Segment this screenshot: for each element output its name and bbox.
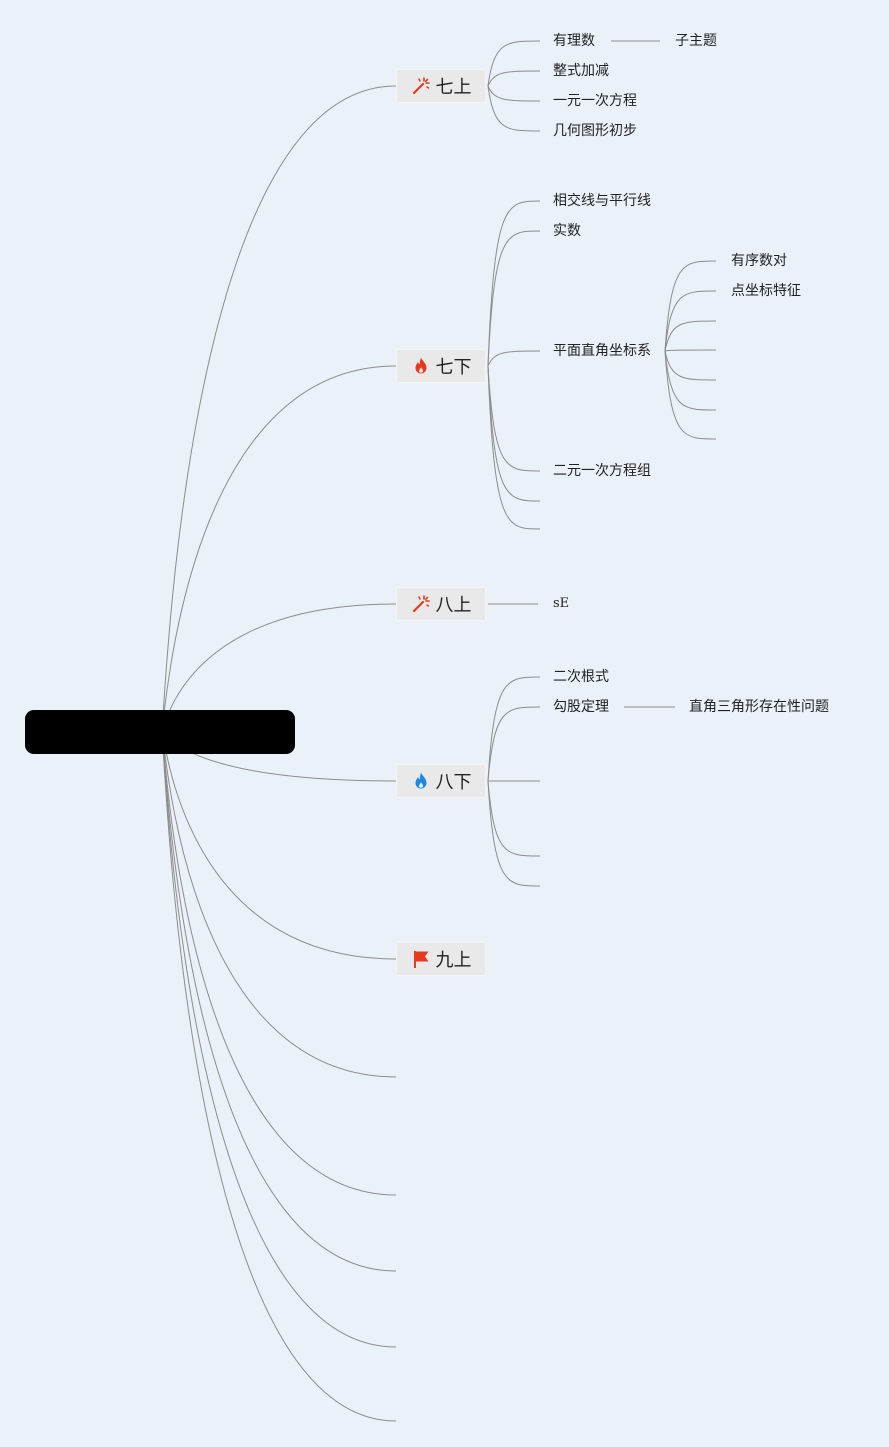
topic-subtopic[interactable]: 子主题 (675, 33, 717, 49)
b1-link-4 (487, 85, 541, 132)
topic-intersecting-parallel-lines[interactable]: 相交线与平行线 (553, 193, 651, 209)
fire-icon (411, 771, 431, 791)
topic-pythagorean-theorem[interactable]: 勾股定理 (553, 699, 609, 715)
root-link-1 (161, 85, 397, 732)
b2-link-2 (487, 230, 541, 367)
topic-right-triangle-existence[interactable]: 直角三角形存在性问题 (689, 699, 829, 715)
branch-label: 七下 (435, 357, 472, 378)
branch-label: 八上 (435, 595, 472, 616)
topic-coordinate-system[interactable]: 平面直角坐标系 (553, 343, 651, 359)
b2-coord-link-6 (664, 350, 717, 411)
topic-geometry-basics[interactable]: 几何图形初步 (553, 123, 637, 139)
b4-link-5 (487, 780, 541, 887)
branch-label: 八下 (435, 772, 472, 793)
b2-coord-link-4 (664, 349, 717, 352)
root-link-5 (161, 730, 397, 960)
b4-link-2 (487, 706, 541, 782)
branch-label: 七上 (435, 77, 472, 98)
b4-link-1 (487, 676, 541, 782)
branch-b3[interactable]: 八上 (396, 587, 486, 621)
b1-link-3 (487, 85, 541, 102)
magic-wand-icon (411, 76, 431, 96)
b1-link-2 (487, 70, 541, 87)
b2-coord-link-2 (664, 290, 717, 352)
root-link-7 (161, 730, 397, 1196)
topic-linear-equation-system[interactable]: 二元一次方程组 (553, 463, 651, 479)
b2-link-4 (487, 365, 541, 472)
root-link-6 (161, 730, 397, 1078)
fire-icon (411, 356, 431, 376)
root-topic[interactable] (25, 710, 295, 754)
topic-rational-numbers[interactable]: 有理数 (553, 33, 595, 49)
topic-point-coordinates[interactable]: 点坐标特征 (731, 283, 801, 299)
root-link-10 (161, 730, 397, 1422)
b2-link-1 (487, 200, 541, 367)
topic-se[interactable]: sE (553, 596, 570, 611)
b2-coord-link-1 (664, 260, 717, 352)
root-link-9 (161, 730, 397, 1348)
root-link-8 (161, 730, 397, 1272)
root-link-2 (161, 365, 397, 732)
topic-real-numbers[interactable]: 实数 (553, 223, 581, 239)
b4-link-4 (487, 780, 541, 857)
topic-ordered-pairs[interactable]: 有序数对 (731, 253, 787, 269)
b2-coord-link-3 (664, 320, 717, 352)
b2-link-6 (487, 365, 541, 530)
branch-b2[interactable]: 七下 (396, 349, 486, 383)
b2-link-3 (487, 350, 541, 367)
topic-linear-equation[interactable]: 一元一次方程 (553, 93, 637, 109)
magic-wand-icon (411, 594, 431, 614)
b2-coord-link-7 (664, 350, 717, 440)
topic-polynomial-add-sub[interactable]: 整式加减 (553, 63, 609, 79)
branch-b1[interactable]: 七上 (396, 69, 486, 103)
branch-b5[interactable]: 九上 (396, 942, 486, 976)
b1-link-1 (487, 40, 541, 87)
topic-quadratic-radicals[interactable]: 二次根式 (553, 669, 609, 685)
b2-link-5 (487, 365, 541, 502)
flag-icon (411, 949, 431, 969)
b2-coord-link-5 (664, 350, 717, 381)
branch-b4[interactable]: 八下 (396, 764, 486, 798)
branch-label: 九上 (435, 950, 472, 971)
